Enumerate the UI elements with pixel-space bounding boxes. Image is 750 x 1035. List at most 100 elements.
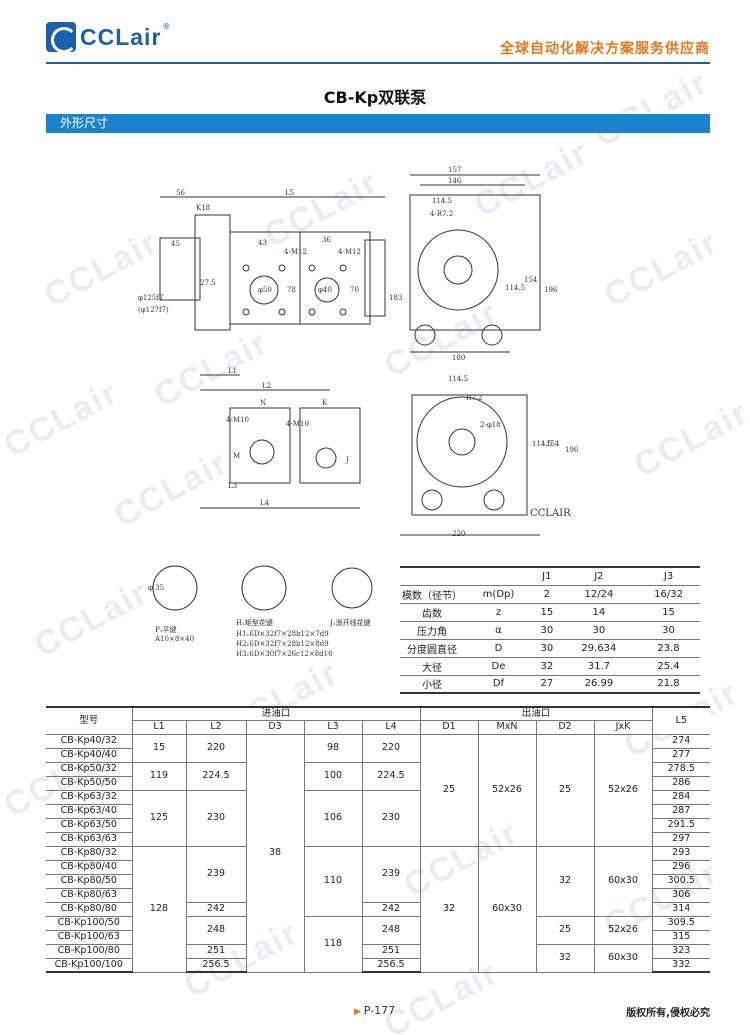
table-cell: 14 xyxy=(560,603,638,622)
table-cell: 224.5 xyxy=(361,761,421,791)
table-header: 进油口 xyxy=(131,706,421,721)
table-header: D2 xyxy=(535,720,595,735)
logo-registered-mark: ® xyxy=(162,22,171,31)
header-slogan: 全球自动化解决方案服务供应商 xyxy=(500,41,710,57)
table-cell: 38 xyxy=(245,733,305,973)
drawing-label: M xyxy=(233,452,240,460)
header-divider xyxy=(46,62,710,64)
table-cell: 98 xyxy=(303,733,363,763)
table-cell: 287 xyxy=(651,803,710,819)
drawing-label: 4-M12 xyxy=(338,248,361,256)
table-cell: z xyxy=(464,603,533,622)
table-cell: 284 xyxy=(651,789,710,805)
table-cell: 309.5 xyxy=(651,915,710,931)
drawing-label: 114.5 xyxy=(532,440,552,448)
drawing-label: 70 xyxy=(350,286,359,294)
page-number: ▶ P-177 xyxy=(354,1004,395,1017)
table-cell: 26.99 xyxy=(560,675,638,694)
drawing-label: N xyxy=(260,399,266,407)
table-cell: 32 xyxy=(419,845,479,973)
drawing-label: 36 xyxy=(322,236,331,244)
table-cell: 291.5 xyxy=(651,817,710,833)
table-cell: 100 xyxy=(303,761,363,791)
drawing-label: K xyxy=(322,399,328,407)
table-cell: 118 xyxy=(303,915,363,973)
drawing-label: 114.5 xyxy=(448,375,468,383)
table-header: L3 xyxy=(303,720,363,735)
table-cell: 306 xyxy=(651,887,710,903)
table-cell: 30 xyxy=(637,621,700,640)
table-cell: 220 xyxy=(185,733,247,763)
table-cell xyxy=(464,566,533,586)
table-cell: 256.5 xyxy=(361,957,421,973)
drawing-label: 27.5 xyxy=(200,279,216,287)
table-cell: 251 xyxy=(361,943,421,959)
drawing-label: 56 xyxy=(176,189,185,197)
table-header: MxN xyxy=(477,720,537,735)
drawing-label: 183 xyxy=(389,294,402,302)
drawing-label: CCLAIR xyxy=(530,508,571,519)
drawing-label: 154 xyxy=(546,440,560,448)
table-cell: 15 xyxy=(532,603,561,622)
table-cell: 2 xyxy=(532,585,561,604)
table-cell: 315 xyxy=(651,929,710,945)
model-cell: CB-Kp100/50 xyxy=(46,915,133,931)
table-header: D1 xyxy=(419,720,479,735)
table-header: 型号 xyxy=(46,706,133,735)
table-header: J3 xyxy=(637,566,700,586)
table-cell: 压力角 xyxy=(400,621,464,640)
table-cell: 52x26 xyxy=(593,915,653,945)
drawing-label: J₁渐开线花键 xyxy=(329,618,371,627)
drawing-label: 78 xyxy=(287,286,296,294)
table-cell: 300.5 xyxy=(651,873,710,889)
drawing-label: 157 xyxy=(448,166,461,174)
table-cell: 52x26 xyxy=(477,733,537,847)
model-cell: CB-Kp63/63 xyxy=(46,831,133,847)
drawing-label: 2-φ18 xyxy=(480,421,501,429)
logo-mark-icon xyxy=(46,22,76,52)
table-cell: α xyxy=(464,621,533,640)
model-cell: CB-Kp40/40 xyxy=(46,747,133,763)
table-header: L1 xyxy=(132,720,187,735)
drawing-label: A10×8×40 xyxy=(154,635,194,643)
model-cell: CB-Kp63/40 xyxy=(46,803,133,819)
table-cell xyxy=(400,566,464,586)
page-title: CB-Kp双联泵 xyxy=(323,88,427,107)
model-cell: CB-Kp80/63 xyxy=(46,887,133,903)
table-cell: 239 xyxy=(185,845,247,903)
table-cell: 125 xyxy=(131,789,187,847)
table-cell: 251 xyxy=(185,943,247,959)
table-cell: 278.5 xyxy=(651,761,710,777)
table-cell: 12/24 xyxy=(560,585,638,604)
drawing-label: H2₁6D×32f7×28b12×8d9 xyxy=(236,640,329,648)
model-cell: CB-Kp80/40 xyxy=(46,859,133,875)
drawing-label: K18 xyxy=(196,204,210,212)
table-cell: 297 xyxy=(651,831,710,847)
table-cell: 286 xyxy=(651,775,710,791)
drawing-label: R7.2 xyxy=(466,394,482,402)
table-cell: 220 xyxy=(361,733,421,763)
table-cell: 119 xyxy=(131,761,187,791)
table-header: L4 xyxy=(361,720,421,735)
table-cell: 242 xyxy=(185,901,247,917)
table-cell: 32 xyxy=(535,845,595,917)
table-cell: 293 xyxy=(651,845,710,861)
table-cell: 分度圆直径 xyxy=(400,639,464,658)
drawing-label: 4-M12 xyxy=(284,248,307,256)
copyright-notice: 版权所有,侵权必究 xyxy=(626,1008,710,1019)
table-cell: Df xyxy=(464,675,533,694)
table-cell: 274 xyxy=(651,733,710,749)
drawing-label: H₁矩型花键 xyxy=(236,618,273,627)
drawing-label: J xyxy=(345,456,349,464)
table-cell: 32 xyxy=(535,943,595,973)
table-cell: 32 xyxy=(532,657,561,676)
table-header: J2 xyxy=(560,566,638,586)
triangle-icon: ▶ xyxy=(354,1007,364,1017)
table-cell: 128 xyxy=(131,845,187,973)
table-cell: 242 xyxy=(361,901,421,917)
table-header: D3 xyxy=(245,720,305,735)
drawing-label: P₁平键 xyxy=(155,625,177,634)
model-cell: CB-Kp50/32 xyxy=(46,761,133,777)
drawing-label: L5 xyxy=(285,189,294,197)
